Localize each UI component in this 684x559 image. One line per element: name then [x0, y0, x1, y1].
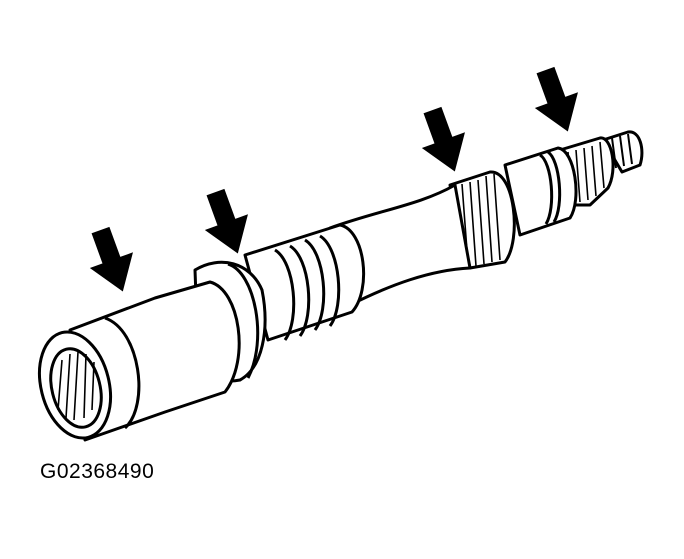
shaft: [38, 130, 644, 442]
threaded-tip: [601, 130, 644, 174]
splined-bore: [38, 330, 112, 440]
arrow-down-icon: [194, 184, 259, 261]
arrow-down-icon: [524, 62, 589, 139]
grooved-section: [243, 223, 366, 342]
right-journal: [503, 146, 578, 237]
arrow-down-icon: [79, 222, 144, 299]
arrow-down-icon: [411, 102, 476, 179]
sleeve: [68, 280, 241, 442]
figure-code: G02368490: [40, 460, 155, 483]
